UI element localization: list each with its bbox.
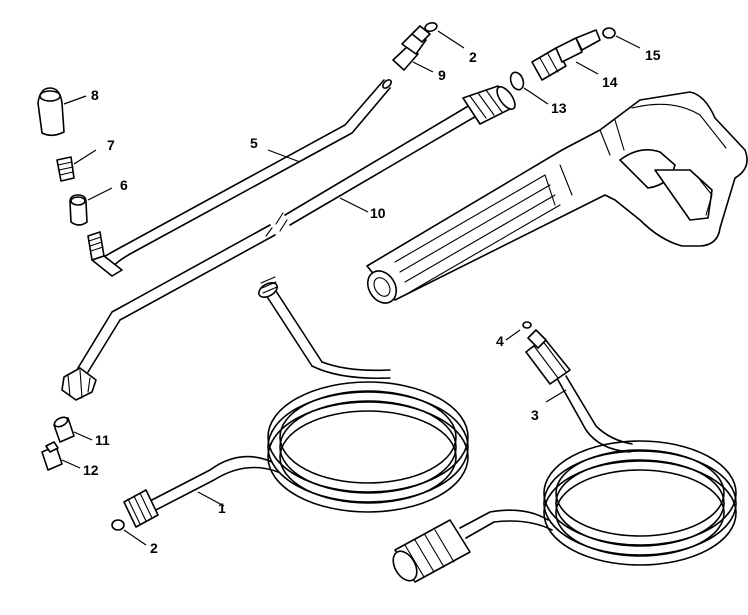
label-14: 14 [602,74,618,90]
part-3-hose [392,329,737,583]
part-1-hose [123,276,469,528]
part-2-oring-bottom [111,519,147,546]
label-13: 13 [551,100,567,116]
label-3: 3 [531,407,539,423]
label-10: 10 [370,205,386,221]
label-12: 12 [83,462,99,478]
part-6-coupler [69,187,113,226]
part-13-oring [509,71,549,105]
label-7: 7 [107,137,115,153]
label-8: 8 [91,87,99,103]
part-7-nozzle-insert [56,149,97,182]
part-11-nozzle [53,416,93,443]
part-15-oring [602,27,641,49]
label-11: 11 [95,432,110,448]
label-1: 1 [218,500,226,516]
part-10-straight-lance [77,85,516,373]
leader-10 [339,197,369,213]
label-9: 9 [438,67,446,83]
part-8-nozzle-cap [37,87,87,137]
label-4: 4 [496,333,504,349]
part-12-nozzle [41,441,81,471]
label-6: 6 [120,177,128,193]
label-2b: 2 [150,540,158,556]
part-spray-gun [366,91,748,304]
label-15: 15 [645,47,661,63]
part-9-connector [392,25,434,73]
leader-5 [267,149,301,163]
part-5-bent-lance [87,79,392,277]
label-2a: 2 [469,49,477,65]
part-4-oring [505,321,532,341]
part-14-quick-coupler [531,29,601,81]
part-2-oring-top [424,22,465,49]
label-5: 5 [250,135,258,151]
part-lance-coupler [61,367,97,401]
